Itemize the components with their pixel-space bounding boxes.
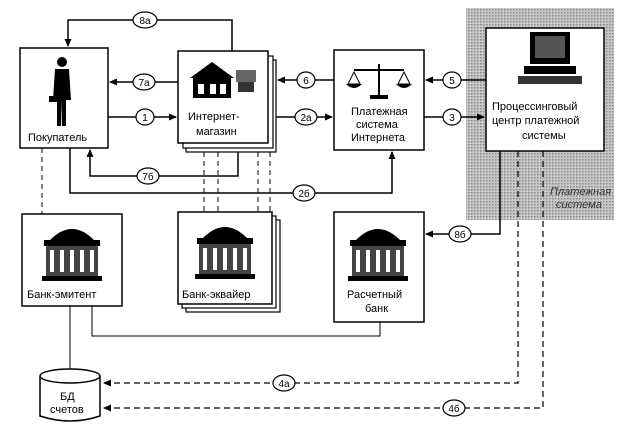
svg-text:5: 5: [449, 76, 455, 87]
step-7a: 7а: [132, 73, 156, 91]
svg-text:2б: 2б: [298, 188, 310, 200]
shop-label-1: Интернет-: [188, 111, 240, 123]
svg-text:7а: 7а: [138, 78, 150, 89]
settlement-bank-label-1: Расчетный: [347, 289, 402, 301]
settlement-bank-node: Расчетный банк: [333, 211, 425, 323]
processing-label-3: системы: [522, 130, 566, 142]
internet-shop-node: Интернет- магазин: [177, 50, 277, 153]
svg-text:1: 1: [142, 113, 148, 124]
arrow-4a: [103, 151, 519, 387]
svg-text:8а: 8а: [139, 16, 151, 27]
scales-icon: [346, 64, 412, 99]
arrow-4b: [103, 151, 544, 412]
step-4a: 4а: [272, 374, 296, 392]
bank-building-icon: [348, 229, 408, 281]
payment-system-zone-label-2: система: [556, 199, 602, 211]
buyer-node: Покупатель: [19, 47, 109, 149]
shop-label-2: магазин: [196, 126, 237, 138]
shop-icon: [190, 62, 256, 98]
accounts-database-node: БД счетов: [39, 368, 101, 422]
svg-text:7б: 7б: [142, 171, 154, 183]
svg-text:4б: 4б: [448, 403, 460, 415]
svg-text:6: 6: [303, 76, 309, 87]
payment-system-zone-label-1: Платежная: [550, 186, 611, 198]
step-8a: 8а: [132, 11, 158, 29]
payment-system-label-1: Платежная: [351, 106, 408, 118]
bank-acquirer-label: Банк-эквайер: [182, 289, 251, 301]
payment-system-label-3: Интернета: [351, 132, 406, 144]
step-2b: 2б: [292, 184, 316, 202]
database-label-2: счетов: [50, 404, 84, 416]
buyer-label: Покупатель: [28, 132, 87, 144]
svg-text:8б: 8б: [454, 229, 466, 241]
bank-building-icon: [42, 229, 102, 281]
processing-label-2: центр платежной: [492, 115, 579, 127]
bank-issuer-label: Банк-эмитент: [27, 289, 96, 301]
processing-center-node: Процессинговый центр платежной системы: [485, 27, 605, 152]
arrow-2b: [69, 148, 396, 194]
step-7b: 7б: [136, 167, 160, 185]
step-8b: 8б: [448, 225, 472, 243]
computer-icon: [518, 32, 582, 84]
step-6: 6: [296, 71, 316, 89]
database-label-1: БД: [60, 391, 75, 403]
bank-acquirer-node: Банк-эквайер: [177, 211, 281, 313]
step-2a: 2а: [294, 108, 318, 126]
payment-system-label-2: система: [356, 119, 399, 131]
step-5: 5: [442, 71, 462, 89]
connector-issuer-settlement: [91, 306, 381, 337]
person-icon: [49, 57, 71, 126]
step-4b: 4б: [442, 399, 466, 417]
settlement-bank-label-2: банк: [365, 303, 388, 315]
svg-text:3: 3: [449, 113, 455, 124]
bank-building-icon: [195, 227, 255, 279]
step-1: 1: [135, 108, 155, 126]
bank-issuer-node: Банк-эмитент: [21, 213, 123, 307]
step-3: 3: [442, 108, 462, 126]
svg-text:2а: 2а: [300, 113, 312, 124]
svg-text:4а: 4а: [278, 379, 290, 390]
internet-payment-system-node: Платежная система Интернета: [333, 49, 425, 151]
processing-label-1: Процессинговый: [492, 101, 577, 113]
arrow-7b: [86, 149, 239, 177]
